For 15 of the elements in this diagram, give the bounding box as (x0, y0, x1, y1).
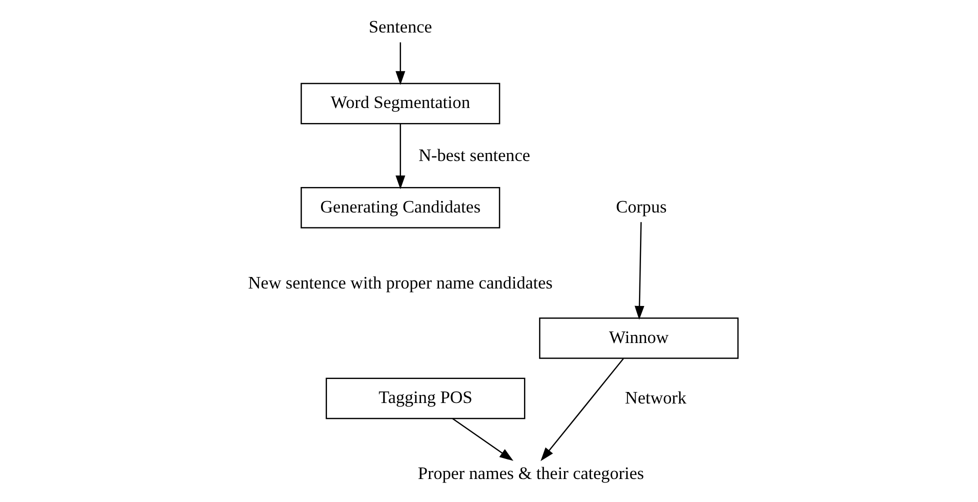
arrow (634, 222, 644, 320)
node-text: Sentence (368, 16, 432, 36)
arrow (395, 124, 405, 190)
arrow (452, 418, 513, 461)
node-text: Proper names & their categories (417, 463, 644, 484)
edge-label: N-best sentence (418, 144, 530, 165)
arrow (395, 42, 405, 85)
node-box: Word Segmentation (300, 82, 500, 124)
node-text: Corpus (615, 196, 666, 216)
node-box: Winnow (538, 318, 738, 359)
edge-label: Network (624, 388, 686, 408)
label: New sentence with proper name candidates (248, 272, 552, 292)
arrow (540, 358, 624, 462)
node-box: Generating Candidates (300, 187, 500, 228)
node-box: Tagging POS (325, 378, 525, 420)
